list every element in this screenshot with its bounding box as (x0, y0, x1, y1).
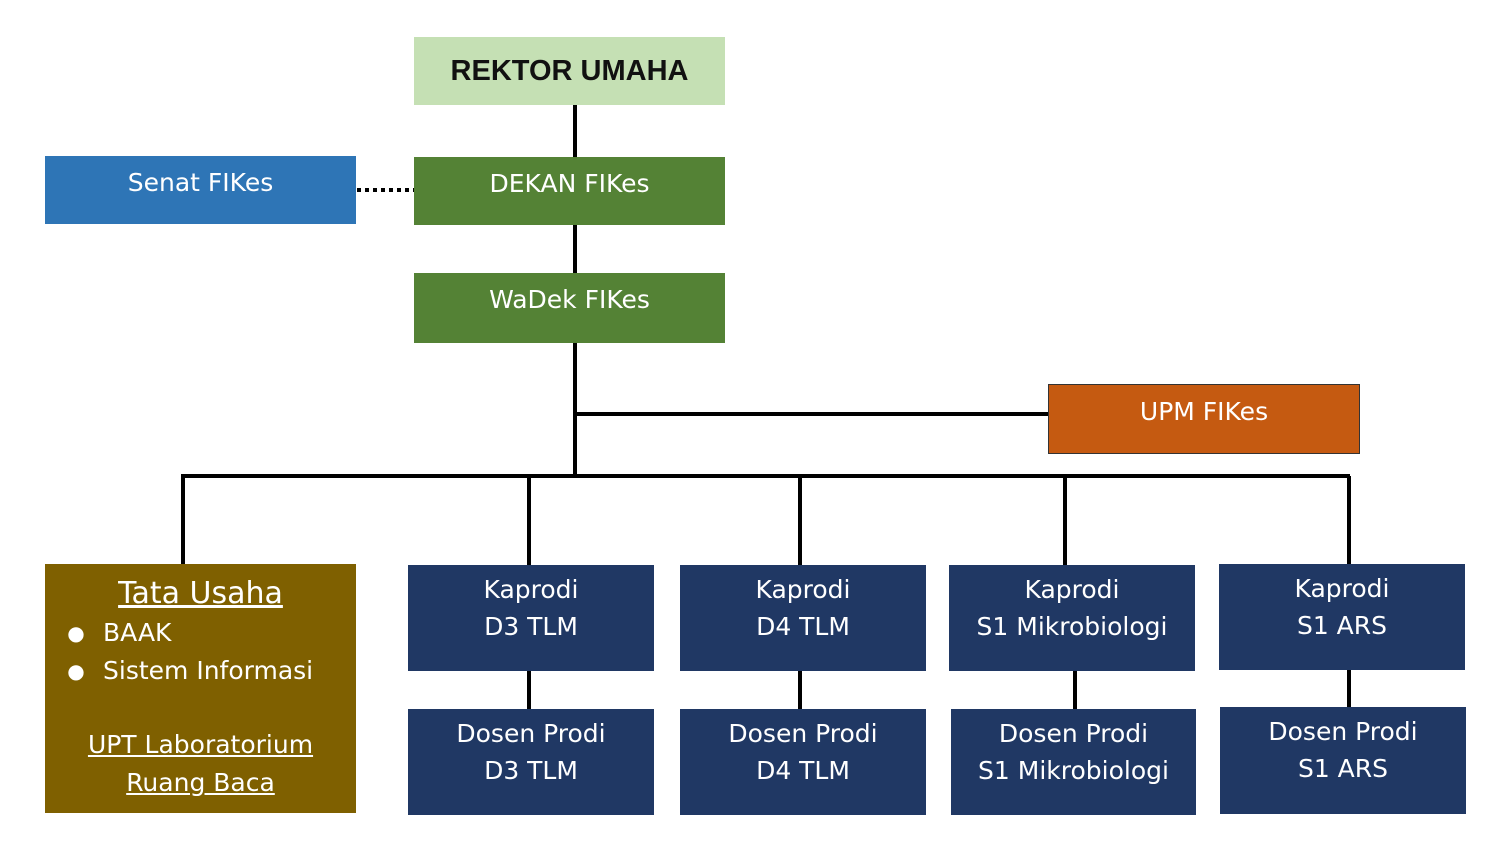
tata-usaha-title: Tata Usaha (118, 576, 283, 611)
dosen-program: D3 TLM (484, 756, 578, 785)
kaprodi-box-s1-ars: Kaprodi S1 ARS (1219, 564, 1465, 670)
dosen-title: Dosen Prodi (728, 719, 878, 748)
tata-usaha-item-label: Sistem Informasi (103, 656, 314, 685)
dosen-program: S1 ARS (1297, 754, 1389, 783)
dosen-program: S1 Mikrobiologi (978, 756, 1169, 785)
rektor-label: REKTOR UMAHA (450, 54, 689, 87)
bullet-icon: ● (67, 621, 85, 645)
tata-usaha-item: ● Sistem Informasi (45, 652, 356, 690)
dosen-box-d4-tlm: Dosen Prodi D4 TLM (680, 709, 926, 815)
kaprodi-program: D3 TLM (484, 612, 578, 641)
upm-box: UPM FIKes (1048, 384, 1360, 454)
dekan-box: DEKAN FIKes (414, 157, 725, 225)
kaprodi-program: S1 Mikrobiologi (976, 612, 1168, 641)
wadek-box: WaDek FIKes (414, 273, 725, 343)
kaprodi-program: D4 TLM (756, 612, 850, 641)
dosen-box-d3-tlm: Dosen Prodi D3 TLM (408, 709, 654, 815)
ruang-baca-link[interactable]: Ruang Baca (126, 768, 275, 797)
wadek-label: WaDek FIKes (489, 285, 650, 314)
dosen-title: Dosen Prodi (1268, 717, 1418, 746)
kaprodi-title: Kaprodi (1294, 574, 1390, 603)
upt-laboratorium-link[interactable]: UPT Laboratorium (87, 730, 314, 759)
tata-usaha-box: Tata Usaha ● BAAK ● Sistem Informasi UPT… (45, 564, 356, 813)
kaprodi-title: Kaprodi (1024, 575, 1120, 604)
kaprodi-title: Kaprodi (483, 575, 579, 604)
kaprodi-title: Kaprodi (755, 575, 851, 604)
kaprodi-box-d4-tlm: Kaprodi D4 TLM (680, 565, 926, 671)
kaprodi-box-d3-tlm: Kaprodi D3 TLM (408, 565, 654, 671)
dosen-title: Dosen Prodi (998, 719, 1149, 748)
rektor-box: REKTOR UMAHA (414, 37, 725, 105)
kaprodi-program: S1 ARS (1296, 611, 1388, 640)
dosen-title: Dosen Prodi (456, 719, 606, 748)
dosen-program: D4 TLM (756, 756, 850, 785)
dosen-box-s1-ars: Dosen Prodi S1 ARS (1220, 707, 1466, 814)
bullet-icon: ● (67, 659, 85, 683)
senat-label: Senat FIKes (127, 168, 274, 197)
tata-usaha-item-label: BAAK (103, 618, 172, 647)
senat-box: Senat FIKes (45, 156, 356, 224)
dekan-label: DEKAN FIKes (489, 169, 650, 198)
dosen-box-s1-mikrobiologi: Dosen Prodi S1 Mikrobiologi (951, 709, 1196, 815)
tata-usaha-list: ● BAAK ● Sistem Informasi (45, 614, 356, 690)
kaprodi-box-s1-mikrobiologi: Kaprodi S1 Mikrobiologi (949, 565, 1195, 671)
tata-usaha-item: ● BAAK (45, 614, 356, 652)
upm-label: UPM FIKes (1139, 397, 1269, 426)
spacer (45, 690, 356, 726)
